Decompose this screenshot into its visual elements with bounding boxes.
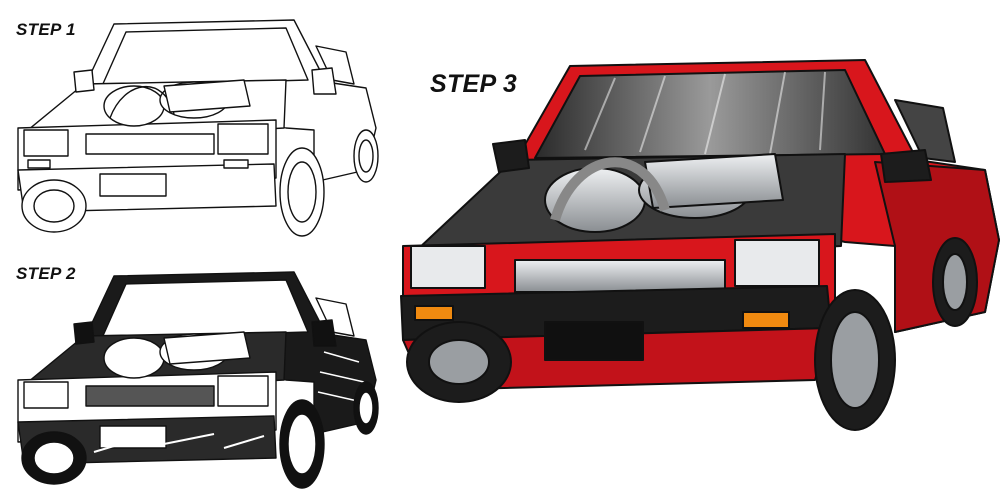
truck-line-art-illustration <box>17 19 379 237</box>
truck-ink-shading-illustration <box>17 271 379 489</box>
truck-full-color-illustration <box>400 59 1000 431</box>
step-1-label: STEP 1 <box>16 20 76 39</box>
step-3-label: STEP 3 <box>430 70 518 98</box>
step-2-label: STEP 2 <box>16 264 76 283</box>
